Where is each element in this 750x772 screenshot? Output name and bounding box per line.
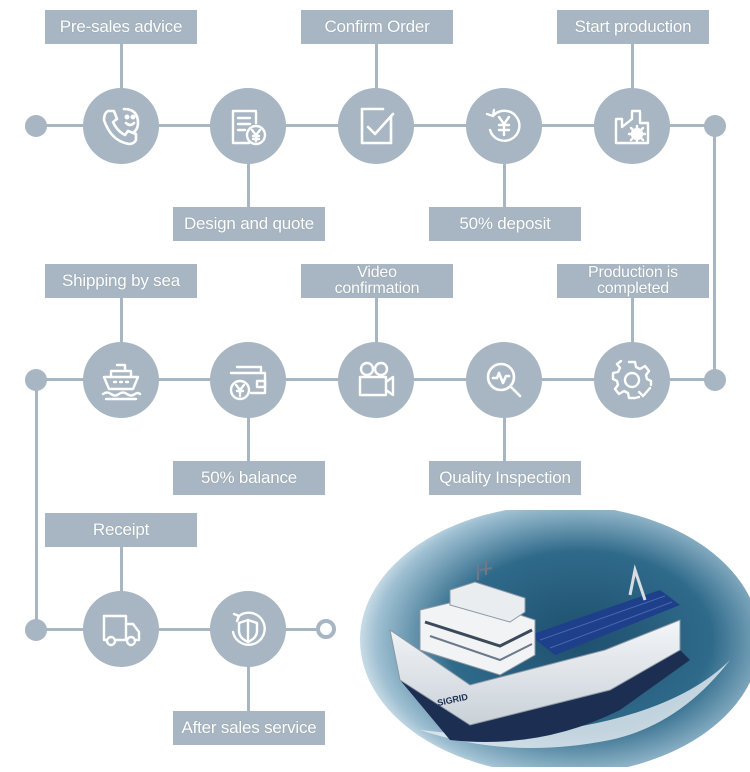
row1-end-dot xyxy=(704,115,726,137)
end-dot xyxy=(316,619,336,639)
label-deposit: 50% deposit xyxy=(429,207,581,241)
stem-receipt xyxy=(120,546,123,594)
label-production-completed: Production is completed xyxy=(557,264,709,298)
node-video xyxy=(338,342,414,418)
cargo-deck xyxy=(530,590,680,655)
gear-check-icon xyxy=(611,359,653,400)
stem-quality xyxy=(503,416,506,462)
video-camera-icon xyxy=(358,361,395,397)
ship-icon xyxy=(101,363,142,401)
ship-illustration: SIGRID xyxy=(360,505,750,772)
stem-confirm xyxy=(375,44,378,92)
stem-video xyxy=(375,298,378,346)
label-after-sales: After sales service xyxy=(173,711,325,745)
stem-balance xyxy=(247,416,250,462)
node-after-sales xyxy=(210,591,286,667)
node-confirm xyxy=(338,88,414,164)
node-design xyxy=(210,88,286,164)
row3-left-dot xyxy=(25,619,47,641)
shield-icon xyxy=(231,611,266,646)
node-balance xyxy=(210,342,286,418)
row2-right-dot xyxy=(704,369,726,391)
quote-document-icon xyxy=(231,109,267,146)
node-production-completed xyxy=(594,342,670,418)
stem-pre-sales xyxy=(120,44,123,92)
magnifier-icon xyxy=(486,362,522,398)
hull-lower xyxy=(400,650,690,742)
cargo-ship-photo: SIGRID xyxy=(360,505,750,772)
node-deposit xyxy=(466,88,542,164)
row2-left-dot xyxy=(25,369,47,391)
phone-smile-icon xyxy=(102,107,140,146)
node-pre-sales xyxy=(83,88,159,164)
stem-design xyxy=(247,162,250,208)
wallet-icon xyxy=(229,365,267,401)
label-balance: 50% balance xyxy=(173,461,325,495)
label-confirm: Confirm Order xyxy=(301,10,453,44)
stem-after-sales xyxy=(247,666,250,712)
node-shipping xyxy=(83,342,159,418)
label-receipt: Receipt xyxy=(45,513,197,547)
node-quality xyxy=(466,342,542,418)
stem-deposit xyxy=(503,162,506,208)
left-connector-line xyxy=(35,380,38,630)
stem-start xyxy=(631,44,634,92)
node-start-production xyxy=(594,88,670,164)
factory-icon xyxy=(614,109,650,145)
row3-line xyxy=(36,628,326,631)
truck-icon xyxy=(102,614,141,647)
node-receipt xyxy=(83,591,159,667)
yen-refresh-icon xyxy=(485,108,521,142)
label-start-production: Start production xyxy=(557,10,709,44)
wake-foam xyxy=(420,660,730,748)
label-quality: Quality Inspection xyxy=(429,461,581,495)
label-design: Design and quote xyxy=(173,207,325,241)
label-video: Video confirmation xyxy=(301,264,453,298)
label-pre-sales: Pre-sales advice xyxy=(45,10,197,44)
hull-upper xyxy=(389,619,681,726)
label-shipping: Shipping by sea xyxy=(45,264,197,298)
checkbox-icon xyxy=(360,107,395,145)
right-connector-line xyxy=(713,126,716,380)
stem-completed xyxy=(631,298,634,346)
stem-shipping xyxy=(120,298,123,346)
start-dot xyxy=(25,115,47,137)
